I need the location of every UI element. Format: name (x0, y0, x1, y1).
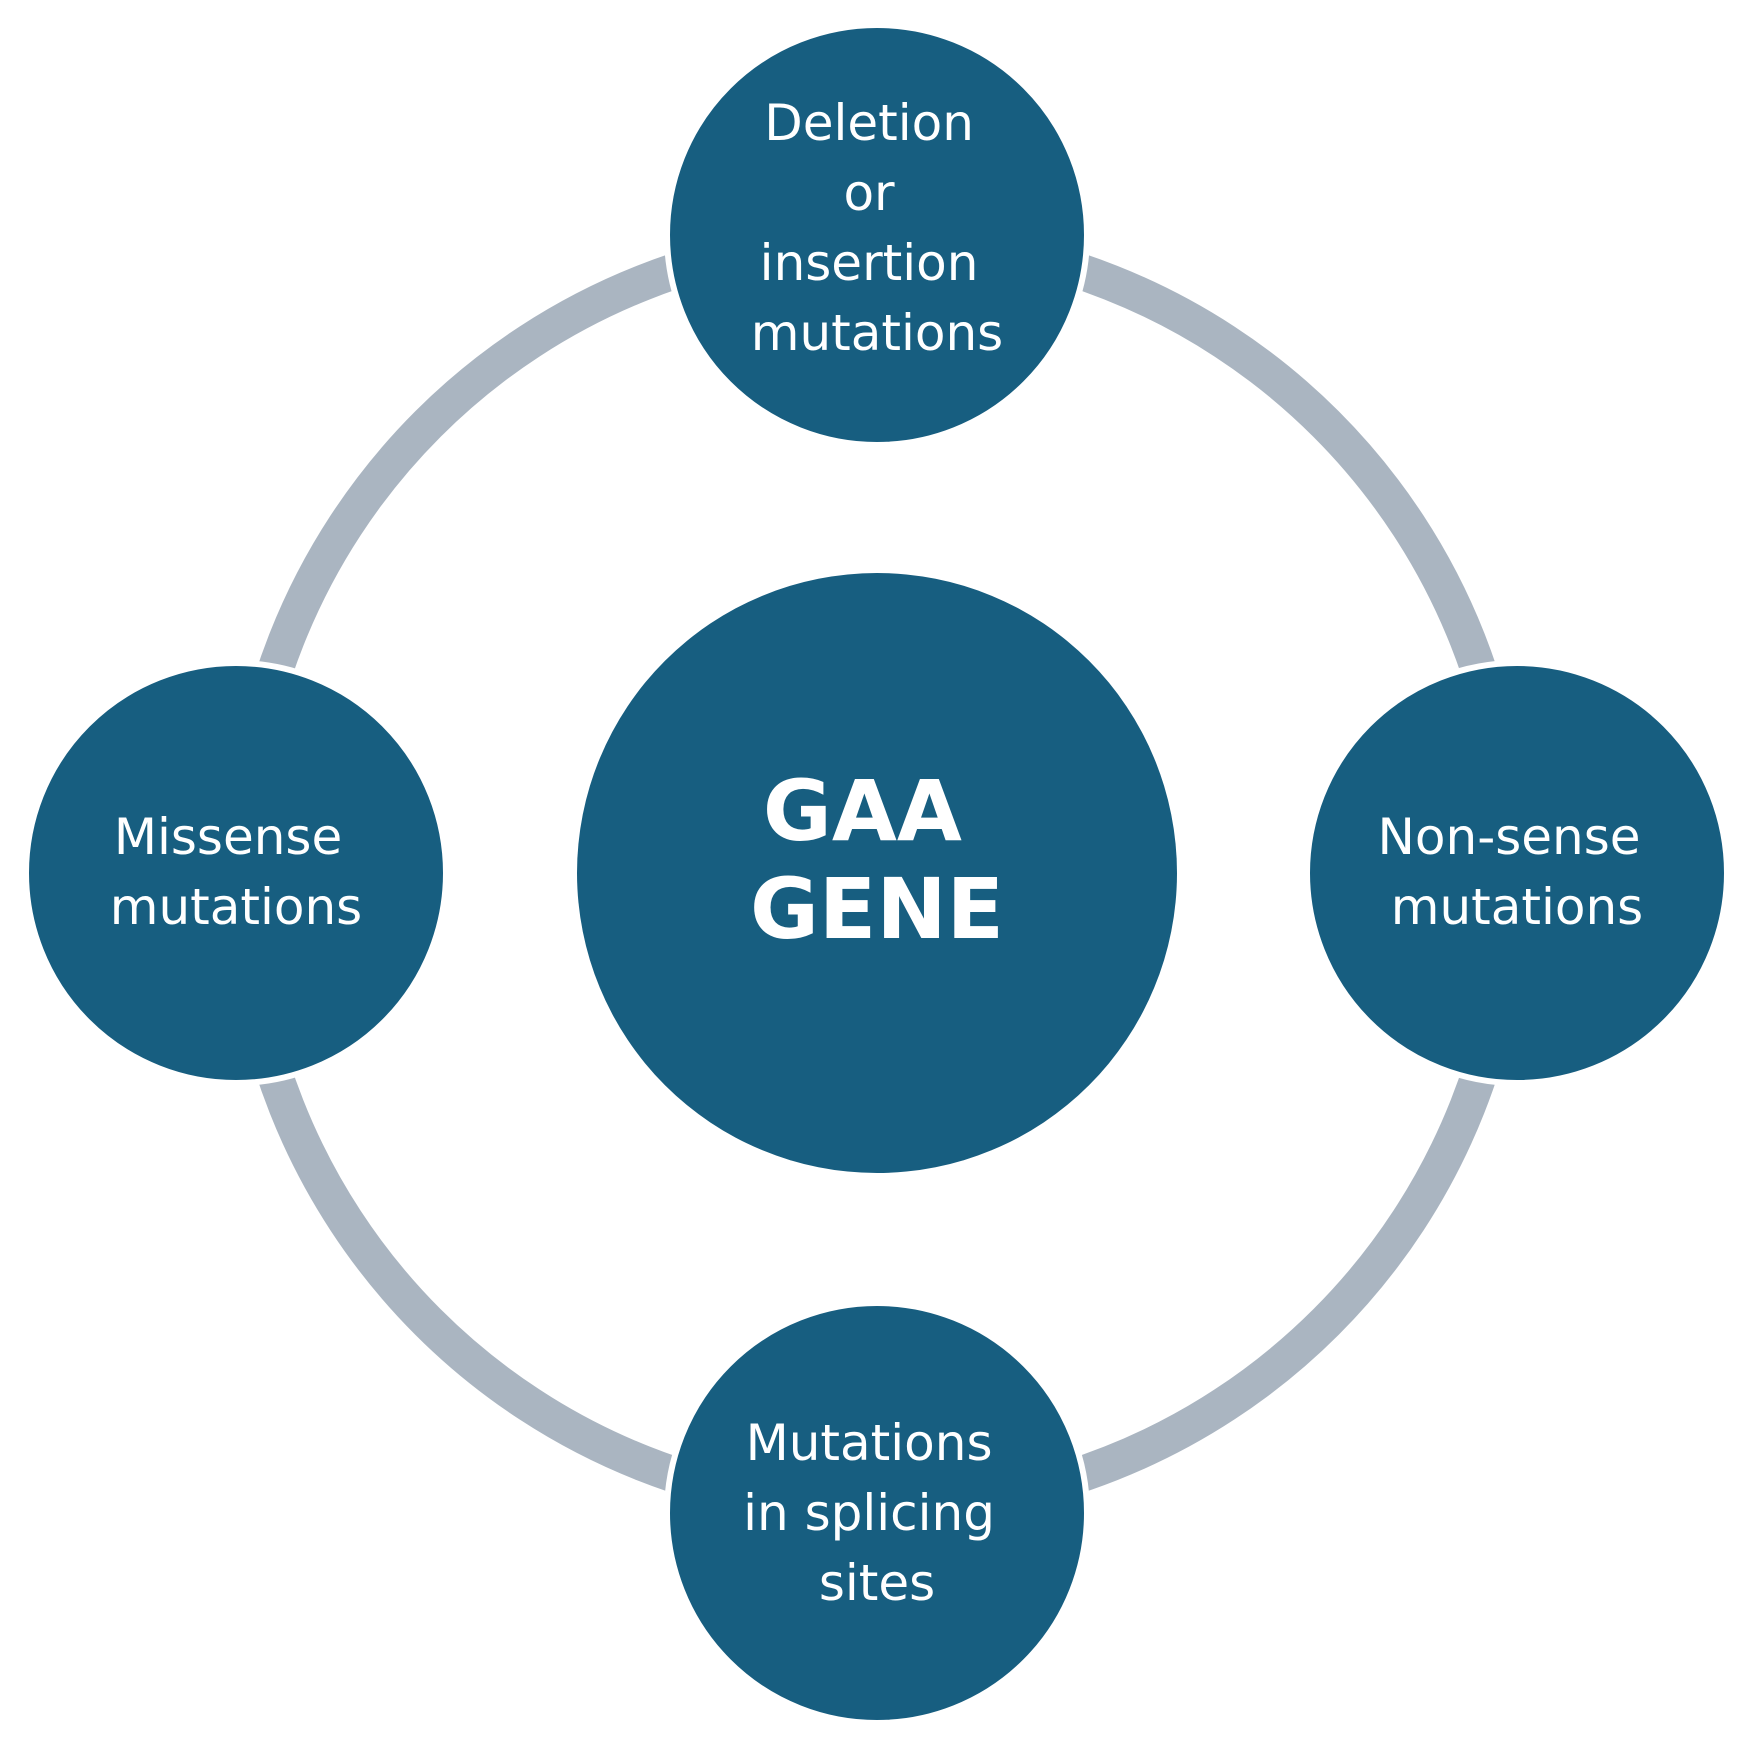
node-non-sense-label: Non-sense mutations (1378, 808, 1657, 936)
node-label-line: in splicing (743, 1484, 995, 1542)
node-deletion-insertion-circle (664, 22, 1090, 448)
node-deletion-insertion: Deletion or insertion mutations (664, 22, 1090, 448)
center-node-title: GAA GENE (750, 762, 1004, 958)
node-label-line: insertion (760, 234, 979, 292)
node-splicing-sites-circle (664, 1300, 1090, 1726)
node-missense: Missense mutations (23, 660, 449, 1086)
node-non-sense: Non-sense mutations (1304, 660, 1730, 1086)
node-missense-circle (23, 660, 449, 1086)
node-label-line: Mutations (746, 1414, 993, 1472)
node-splicing-sites: Mutations in splicing sites (664, 1300, 1090, 1726)
node-deletion-insertion-label: Deletion or insertion mutations (751, 94, 1003, 362)
center-title-line: GENE (750, 860, 1004, 958)
node-label-line: or (843, 164, 895, 222)
node-label-line: mutations (110, 878, 362, 936)
node-missense-label: Missense mutations (110, 808, 362, 936)
node-label-line: mutations (1391, 878, 1643, 936)
node-label-line: Missense (114, 808, 342, 866)
center-node-circle (577, 573, 1177, 1173)
center-node: GAA GENE (577, 573, 1177, 1173)
node-splicing-sites-label: Mutations in splicing sites (743, 1414, 1011, 1612)
node-label-line: Deletion (764, 94, 974, 152)
node-label-line: Non-sense (1378, 808, 1641, 866)
node-label-line: mutations (751, 304, 1003, 362)
node-non-sense-circle (1304, 660, 1730, 1086)
node-label-line: sites (819, 1554, 935, 1612)
center-title-line: GAA (763, 762, 962, 860)
